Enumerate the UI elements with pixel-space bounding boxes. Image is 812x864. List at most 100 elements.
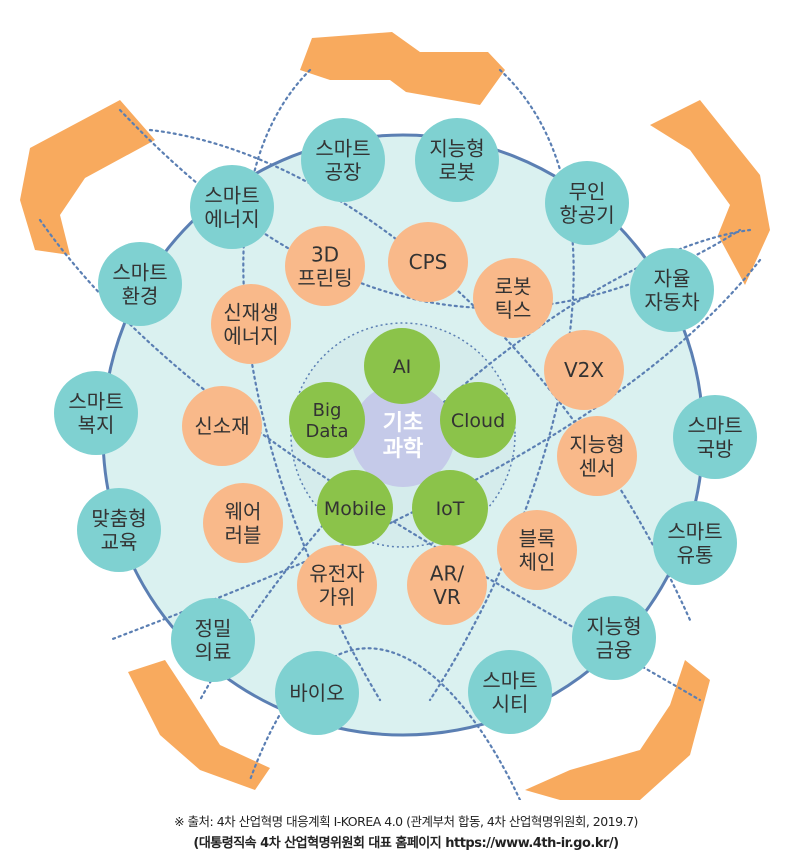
orange-node-9: 신소재 <box>182 386 262 466</box>
green-node-1-circle <box>364 328 440 404</box>
orange-node-3-label: V2X <box>564 358 604 382</box>
teal-node-9-circle <box>275 651 359 735</box>
teal-node-14-circle <box>190 165 274 249</box>
orange-node-2-circle <box>473 258 553 338</box>
teal-node-8-label: 스마트 <box>482 668 537 692</box>
green-node-4-circle <box>317 470 393 546</box>
green-node-3-label: IoT <box>436 498 465 520</box>
orange-node-11-label: 3D <box>311 242 339 266</box>
orange-node-2-label: 로봇 <box>495 274 532 298</box>
teal-node-13-circle <box>98 242 182 326</box>
orange-node-6-circle <box>407 545 487 625</box>
teal-node-11-circle <box>77 488 161 572</box>
teal-node-6-label: 스마트 <box>667 519 722 543</box>
orange-node-9-circle <box>182 386 262 466</box>
orange-node-10-circle <box>211 284 291 364</box>
green-node-4: Mobile <box>317 470 393 546</box>
green-node-1-label: AI <box>393 356 412 378</box>
orange-node-8-circle <box>203 483 283 563</box>
green-node-3: IoT <box>412 470 488 546</box>
orange-node-8-label: 러블 <box>225 523 262 547</box>
orange-node-5-label: 블록 <box>519 526 556 550</box>
orange-node-11-label: 프린팅 <box>297 266 352 290</box>
homepage-caption: (대통령직속 4차 산업혁명위원회 대표 홈페이지 https://www.4t… <box>193 836 619 851</box>
orange-node-10-label: 에너지 <box>223 324 278 348</box>
teal-node-14-label: 에너지 <box>204 207 259 231</box>
orange-node-1-circle <box>388 222 468 302</box>
orange-petal-1 <box>300 32 505 105</box>
orange-node-4-label: 지능형 <box>569 432 624 456</box>
teal-node-3-circle <box>545 161 629 245</box>
orange-petal-2 <box>650 100 770 285</box>
teal-node-4-label: 자동차 <box>644 290 699 314</box>
orange-node-3-circle <box>544 330 624 410</box>
orange-node-1: CPS <box>388 222 468 302</box>
teal-node-1-label: 공장 <box>325 160 362 184</box>
teal-node-4-label: 자율 <box>654 266 691 290</box>
core-basic-science-label: 과학 <box>383 437 423 462</box>
green-node-2-label: Cloud <box>451 410 505 432</box>
green-node-5-circle <box>289 382 365 458</box>
orange-node-7-label: 유전자 <box>309 561 364 585</box>
teal-node-7-label: 금융 <box>596 638 633 662</box>
orange-node-8-label: 웨어 <box>225 499 262 523</box>
teal-node-5-circle <box>673 395 757 479</box>
orange-node-5-circle <box>497 510 577 590</box>
green-node-3-circle <box>412 470 488 546</box>
teal-node-8-label: 시티 <box>492 692 529 716</box>
teal-node-2-circle <box>415 118 499 202</box>
orange-node-6-label: AR/ <box>430 561 465 585</box>
orange-node-3: V2X <box>544 330 624 410</box>
orange-node-7-circle <box>297 545 377 625</box>
teal-node-9-label: 바이오 <box>289 681 344 705</box>
orange-node-2-label: 틱스 <box>495 298 532 322</box>
orange-petal-4 <box>128 660 270 790</box>
technology-flower-diagram: 기초과학AICloudIoTMobileBigDataCPS로봇틱스V2X지능형… <box>20 32 770 800</box>
core-basic-science-label: 기초 <box>383 411 423 436</box>
teal-node-12-circle <box>54 371 138 455</box>
orange-node-7-label: 가위 <box>319 585 356 609</box>
teal-node-12-label: 복지 <box>78 413 115 437</box>
orange-node-4-circle <box>557 416 637 496</box>
teal-node-3-label: 항공기 <box>559 203 614 227</box>
teal-node-1-label: 스마트 <box>315 136 370 160</box>
source-caption: ※ 출처: 4차 산업혁명 대응계획 I-KOREA 4.0 (관계부처 합동,… <box>174 814 638 829</box>
teal-node-13-label: 스마트 <box>112 260 167 284</box>
teal-node-14-label: 스마트 <box>204 183 259 207</box>
orange-node-11-circle <box>285 226 365 306</box>
green-node-2: Cloud <box>440 382 516 458</box>
teal-node-7-label: 지능형 <box>586 614 641 638</box>
core-basic-science-circle <box>351 383 455 487</box>
orange-node-9-label: 신소재 <box>194 414 249 438</box>
orange-node-4-label: 센서 <box>579 456 616 480</box>
teal-node-11-label: 맞춤형 <box>91 506 146 530</box>
teal-node-6-circle <box>653 501 737 585</box>
green-node-2-circle <box>440 382 516 458</box>
teal-node-5-label: 국방 <box>697 437 734 461</box>
teal-node-2-label: 지능형 <box>429 136 484 160</box>
teal-node-10-label: 정밀 <box>195 616 232 640</box>
green-node-5-label: Big <box>313 400 342 421</box>
orange-node-6: AR/VR <box>407 545 487 625</box>
teal-node-9: 바이오 <box>275 651 359 735</box>
teal-node-1-circle <box>301 118 385 202</box>
dotted-curve-3 <box>148 128 692 622</box>
